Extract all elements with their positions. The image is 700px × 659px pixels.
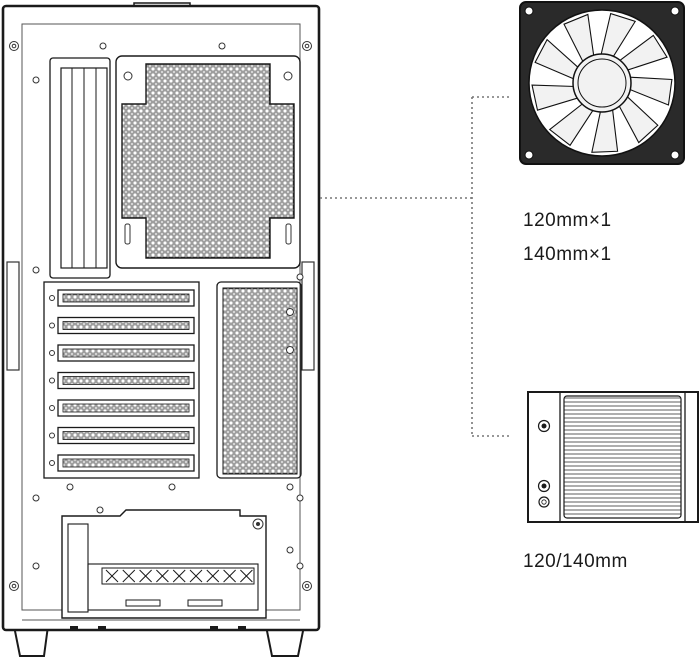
side-vent [216,281,302,479]
pcie-slot-cover [49,426,195,445]
pcie-slot-cover [49,316,195,335]
fan-size-120: 120mm×1 [523,210,612,231]
pcie-slot-cover [49,344,195,362]
side-handle-left [6,261,20,371]
pcie-slot-cover [49,454,195,472]
pcie-slot-cover [49,399,195,417]
case-rear-panel [1,2,321,657]
case-screws [9,41,312,591]
psu-bay [61,509,267,619]
pcie-slot-cover [49,371,195,390]
radiator-size: 120/140mm [523,551,628,572]
rear-fan-mount [115,55,301,269]
pcie-slots [49,289,195,472]
callout-connectors [320,96,512,437]
pcie-slot-cover [49,289,195,307]
fan-icon [519,1,685,165]
io-shield-cutout [49,57,111,279]
pcie-slot-area [43,281,200,479]
fan-size-140: 140mm×1 [523,244,612,265]
radiator-icon [527,391,699,523]
side-handle-right [301,261,315,371]
